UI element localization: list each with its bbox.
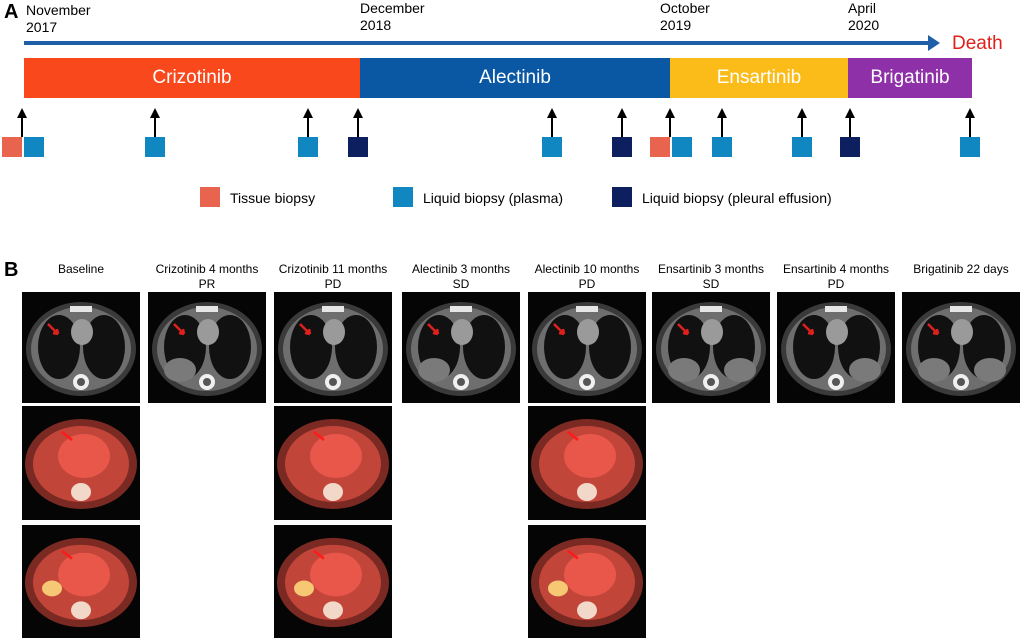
event-arrow-stem xyxy=(721,117,723,137)
ct-scan-drawing xyxy=(528,292,646,403)
legend-pleural-swatch xyxy=(612,187,632,207)
event-arrow-icon xyxy=(353,108,363,118)
timeline-date-3: October 2019 xyxy=(660,0,710,33)
legend-tissue-label: Tissue biopsy xyxy=(230,190,316,206)
drug-bar-alectinib: Alectinib xyxy=(360,58,670,98)
ct-scan-drawing xyxy=(652,292,770,403)
plasma-biopsy-marker xyxy=(145,137,165,157)
ct-scan-image xyxy=(274,292,392,403)
plasma-biopsy-marker xyxy=(542,137,562,157)
legend-pleural-label: Liquid biopsy (pleural effusion) xyxy=(642,190,832,206)
ct-scan-drawing xyxy=(22,292,140,403)
plasma-biopsy-marker xyxy=(672,137,692,157)
event-arrow-stem xyxy=(551,117,553,137)
ct-scan-image xyxy=(777,292,895,403)
pet-scan-drawing xyxy=(528,406,646,520)
drug-bar-label: Crizotinib xyxy=(152,67,232,88)
event-arrow-icon xyxy=(965,108,975,118)
plasma-biopsy-marker xyxy=(24,137,44,157)
pet-scan-drawing xyxy=(528,525,646,638)
pet-ct-scan-image xyxy=(528,525,646,638)
event-arrow-stem xyxy=(669,117,671,137)
ct-scan-image xyxy=(148,292,266,403)
event-arrow-icon xyxy=(797,108,807,118)
panel-a-label: A xyxy=(4,1,19,23)
pet-scan-drawing xyxy=(22,525,140,638)
drug-bar-label: Ensartinib xyxy=(716,67,802,88)
legend-plasma-label: Liquid biopsy (plasma) xyxy=(423,190,564,206)
pleural-biopsy-marker xyxy=(840,137,860,157)
legend-plasma-swatch xyxy=(393,187,413,207)
ct-scan-image xyxy=(402,292,520,403)
panel-b-label: B xyxy=(4,259,19,281)
scan-column-header: Crizotinib 4 months PR xyxy=(155,262,259,291)
drug-bar-crizotinib: Crizotinib xyxy=(24,58,360,98)
event-arrow-icon xyxy=(617,108,627,118)
plasma-biopsy-marker xyxy=(960,137,980,157)
scan-column-header: Brigatinib 22 days xyxy=(913,262,1009,276)
timeline-arrow-line xyxy=(24,41,930,45)
ct-scan-image xyxy=(528,292,646,403)
timeline-arrow-head-icon xyxy=(928,35,940,51)
scan-column-header: Crizotinib 11 months PD xyxy=(278,262,388,291)
tissue-biopsy-marker xyxy=(2,137,22,157)
scan-column-header: Ensartinib 4 months PD xyxy=(782,262,890,291)
pet-ct-scan-image xyxy=(274,406,392,520)
event-arrow-stem xyxy=(307,117,309,137)
ct-scan-image xyxy=(22,292,140,403)
ct-scan-drawing xyxy=(274,292,392,403)
event-arrow-icon xyxy=(150,108,160,118)
scan-column-header: Alectinib 10 months PD xyxy=(534,262,640,291)
ct-scan-drawing xyxy=(777,292,895,403)
scan-column-header: Alectinib 3 months SD xyxy=(411,262,511,291)
ct-scan-drawing xyxy=(148,292,266,403)
timeline-date-2: December 2018 xyxy=(360,0,425,33)
event-arrow-icon xyxy=(303,108,313,118)
drug-bar-brigatinib: Brigatinib xyxy=(848,58,972,98)
drug-bar-label: Alectinib xyxy=(479,67,551,88)
scan-column-header: Baseline xyxy=(57,262,105,276)
pet-ct-scan-image xyxy=(528,406,646,520)
event-arrow-stem xyxy=(621,117,623,137)
tissue-biopsy-marker xyxy=(650,137,670,157)
event-arrow-icon xyxy=(717,108,727,118)
event-arrow-stem xyxy=(801,117,803,137)
event-arrow-stem xyxy=(357,117,359,137)
pet-scan-drawing xyxy=(274,525,392,638)
drug-bar-label: Brigatinib xyxy=(870,67,950,88)
pleural-biopsy-marker xyxy=(612,137,632,157)
death-label: Death xyxy=(952,33,1003,54)
pet-ct-scan-image xyxy=(22,406,140,520)
event-arrow-icon xyxy=(547,108,557,118)
event-arrow-icon xyxy=(845,108,855,118)
event-arrow-stem xyxy=(21,117,23,137)
drug-bar-ensartinib: Ensartinib xyxy=(670,58,848,98)
legend-tissue-swatch xyxy=(200,187,220,207)
plasma-biopsy-marker xyxy=(298,137,318,157)
event-arrow-icon xyxy=(17,108,27,118)
pleural-biopsy-marker xyxy=(348,137,368,157)
pet-ct-scan-image xyxy=(274,525,392,638)
event-arrow-stem xyxy=(849,117,851,137)
ct-scan-drawing xyxy=(402,292,520,403)
pet-scan-drawing xyxy=(22,406,140,520)
ct-scan-drawing xyxy=(902,292,1020,403)
pet-scan-drawing xyxy=(274,406,392,520)
event-arrow-icon xyxy=(665,108,675,118)
timeline-date-1: November 2017 xyxy=(26,2,91,35)
plasma-biopsy-marker xyxy=(792,137,812,157)
plasma-biopsy-marker xyxy=(712,137,732,157)
scan-column-header: Ensartinib 3 months SD xyxy=(657,262,765,291)
pet-ct-scan-image xyxy=(22,525,140,638)
event-arrow-stem xyxy=(969,117,971,137)
ct-scan-image xyxy=(652,292,770,403)
ct-scan-image xyxy=(902,292,1020,403)
event-arrow-stem xyxy=(154,117,156,137)
timeline-date-4: April 2020 xyxy=(848,0,880,33)
